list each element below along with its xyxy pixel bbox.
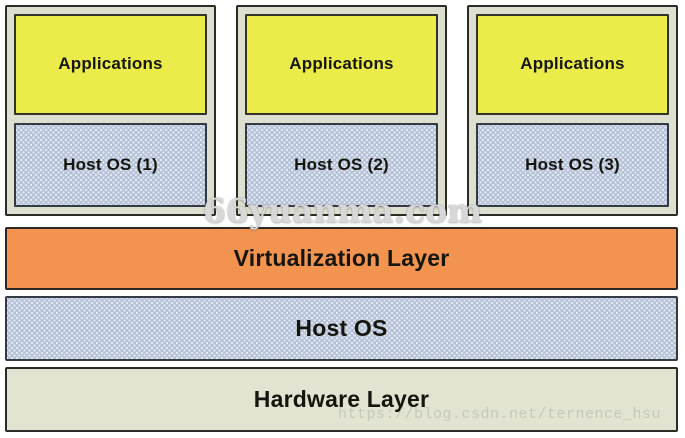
applications-box-3: Applications [476, 14, 669, 115]
vm-column-2: Applications Host OS (2) [236, 5, 447, 216]
applications-label-2: Applications [289, 54, 394, 74]
vm-column-3: Applications Host OS (3) [467, 5, 678, 216]
host-os-box-3: Host OS (3) [476, 122, 669, 207]
applications-box-1: Applications [14, 14, 207, 115]
host-os-box-2: Host OS (2) [245, 122, 438, 207]
applications-label-3: Applications [520, 54, 625, 74]
vm-columns-row: Applications Host OS (1) Applications Ho… [5, 5, 678, 216]
vm-column-1: Applications Host OS (1) [5, 5, 216, 216]
virtualization-layer-label: Virtualization Layer [233, 245, 450, 271]
host-os-label-1: Host OS (1) [63, 154, 158, 174]
applications-label-1: Applications [58, 54, 163, 74]
applications-box-2: Applications [245, 14, 438, 115]
hardware-layer-label: Hardware Layer [253, 386, 430, 412]
host-os-label-3: Host OS (3) [525, 154, 620, 174]
host-os-box-1: Host OS (1) [14, 122, 207, 207]
host-os-label-2: Host OS (2) [294, 154, 389, 174]
hardware-layer-bar: Hardware Layer [5, 367, 678, 432]
host-os-layer-bar: Host OS [5, 296, 678, 361]
virtualization-layer-bar: Virtualization Layer [5, 227, 678, 290]
host-os-layer-label: Host OS [295, 315, 388, 341]
